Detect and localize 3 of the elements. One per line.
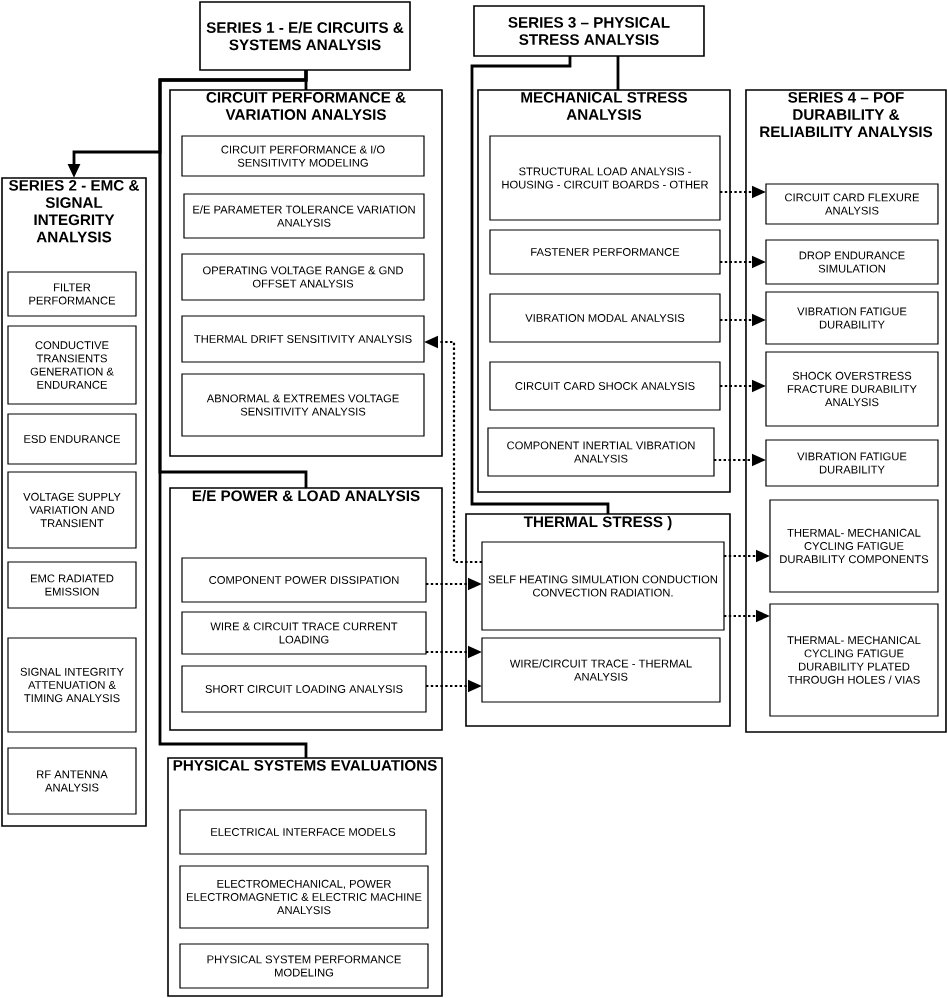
connector-line bbox=[470, 56, 610, 514]
connector-line bbox=[616, 56, 620, 90]
connector-line bbox=[158, 69, 308, 758]
